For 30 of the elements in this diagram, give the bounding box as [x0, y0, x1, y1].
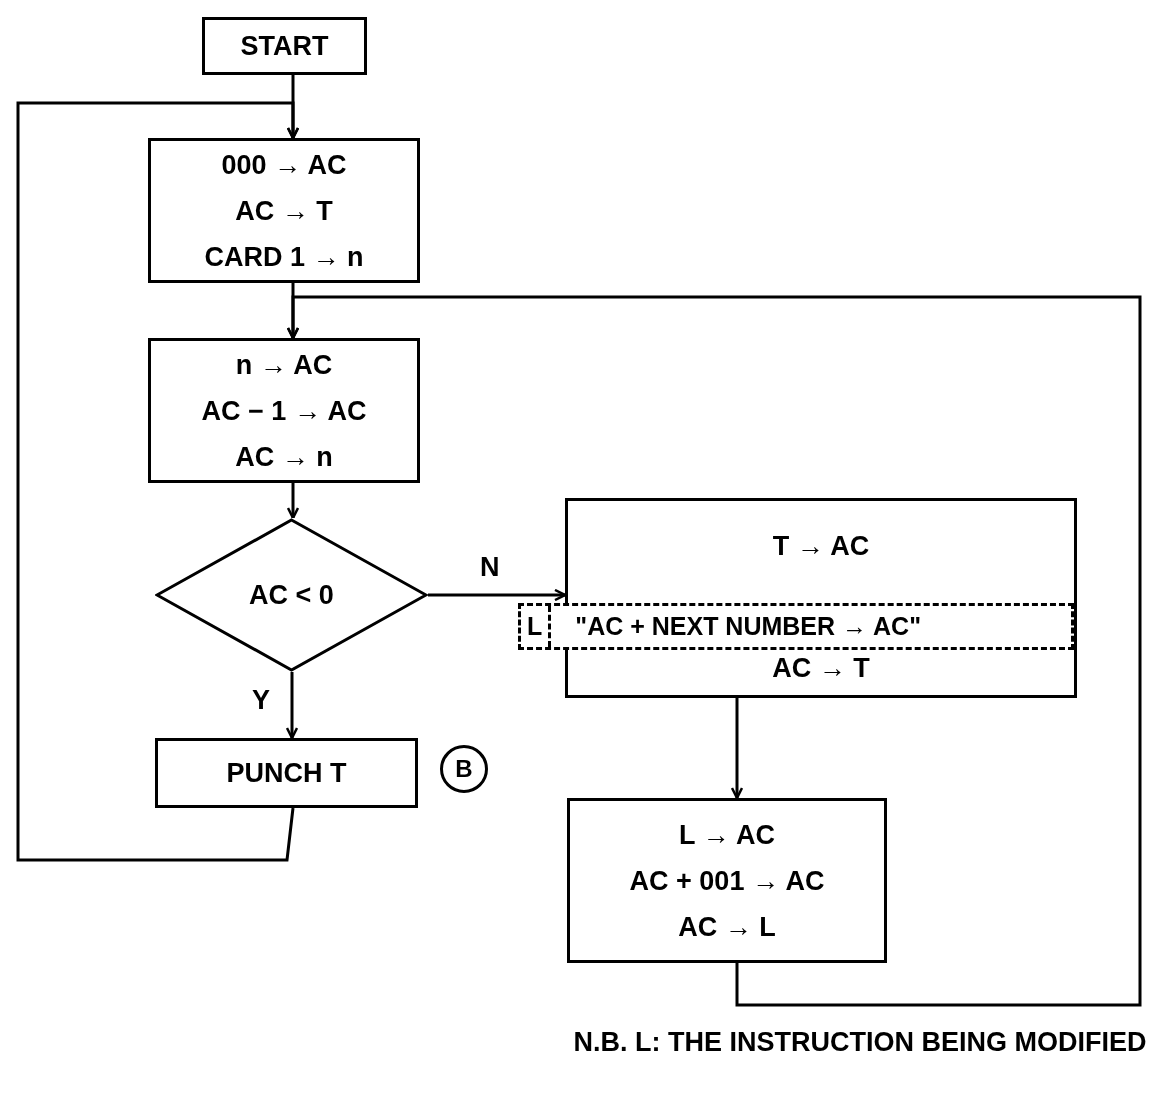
process-box	[155, 738, 418, 808]
flow-arrow	[285, 672, 299, 740]
statement-text: AC + 001 → AC	[629, 864, 825, 898]
flow-arrow	[16, 101, 300, 862]
footnote: N.B. L: THE INSTRUCTION BEING MODIFIED	[572, 1026, 1148, 1059]
instruction-text: "AC + NEXT NUMBER → AC"	[575, 611, 921, 642]
process-box	[202, 17, 367, 75]
statement-text: AC → n	[235, 440, 333, 474]
statement-text: AC → T	[235, 194, 333, 228]
statement-text: AC → T	[772, 652, 870, 685]
statement-text: AC < 0	[249, 579, 334, 612]
statement-text: AC − 1 → AC	[201, 394, 367, 428]
statement-text: 000 → AC	[221, 148, 347, 182]
process-box	[148, 338, 420, 483]
statement-text: n → AC	[235, 348, 333, 382]
instruction-tag: L	[521, 606, 552, 647]
flow-arrow	[286, 483, 300, 520]
process-box	[148, 138, 420, 283]
statement-text: START	[240, 30, 329, 63]
circled-letter: B	[440, 745, 488, 793]
flow-arrow	[730, 698, 744, 800]
statement-text: CARD 1 → n	[204, 240, 364, 274]
statement-text: T → AC	[772, 530, 870, 563]
statement-text: L → AC	[679, 818, 775, 852]
process-box	[567, 798, 887, 963]
statement-text: PUNCH T	[226, 757, 347, 790]
dashed-instruction-box	[518, 603, 1074, 650]
statement-text: AC → L	[678, 910, 776, 944]
flow-arrow	[286, 295, 1142, 1007]
flow-arrow	[428, 588, 567, 602]
